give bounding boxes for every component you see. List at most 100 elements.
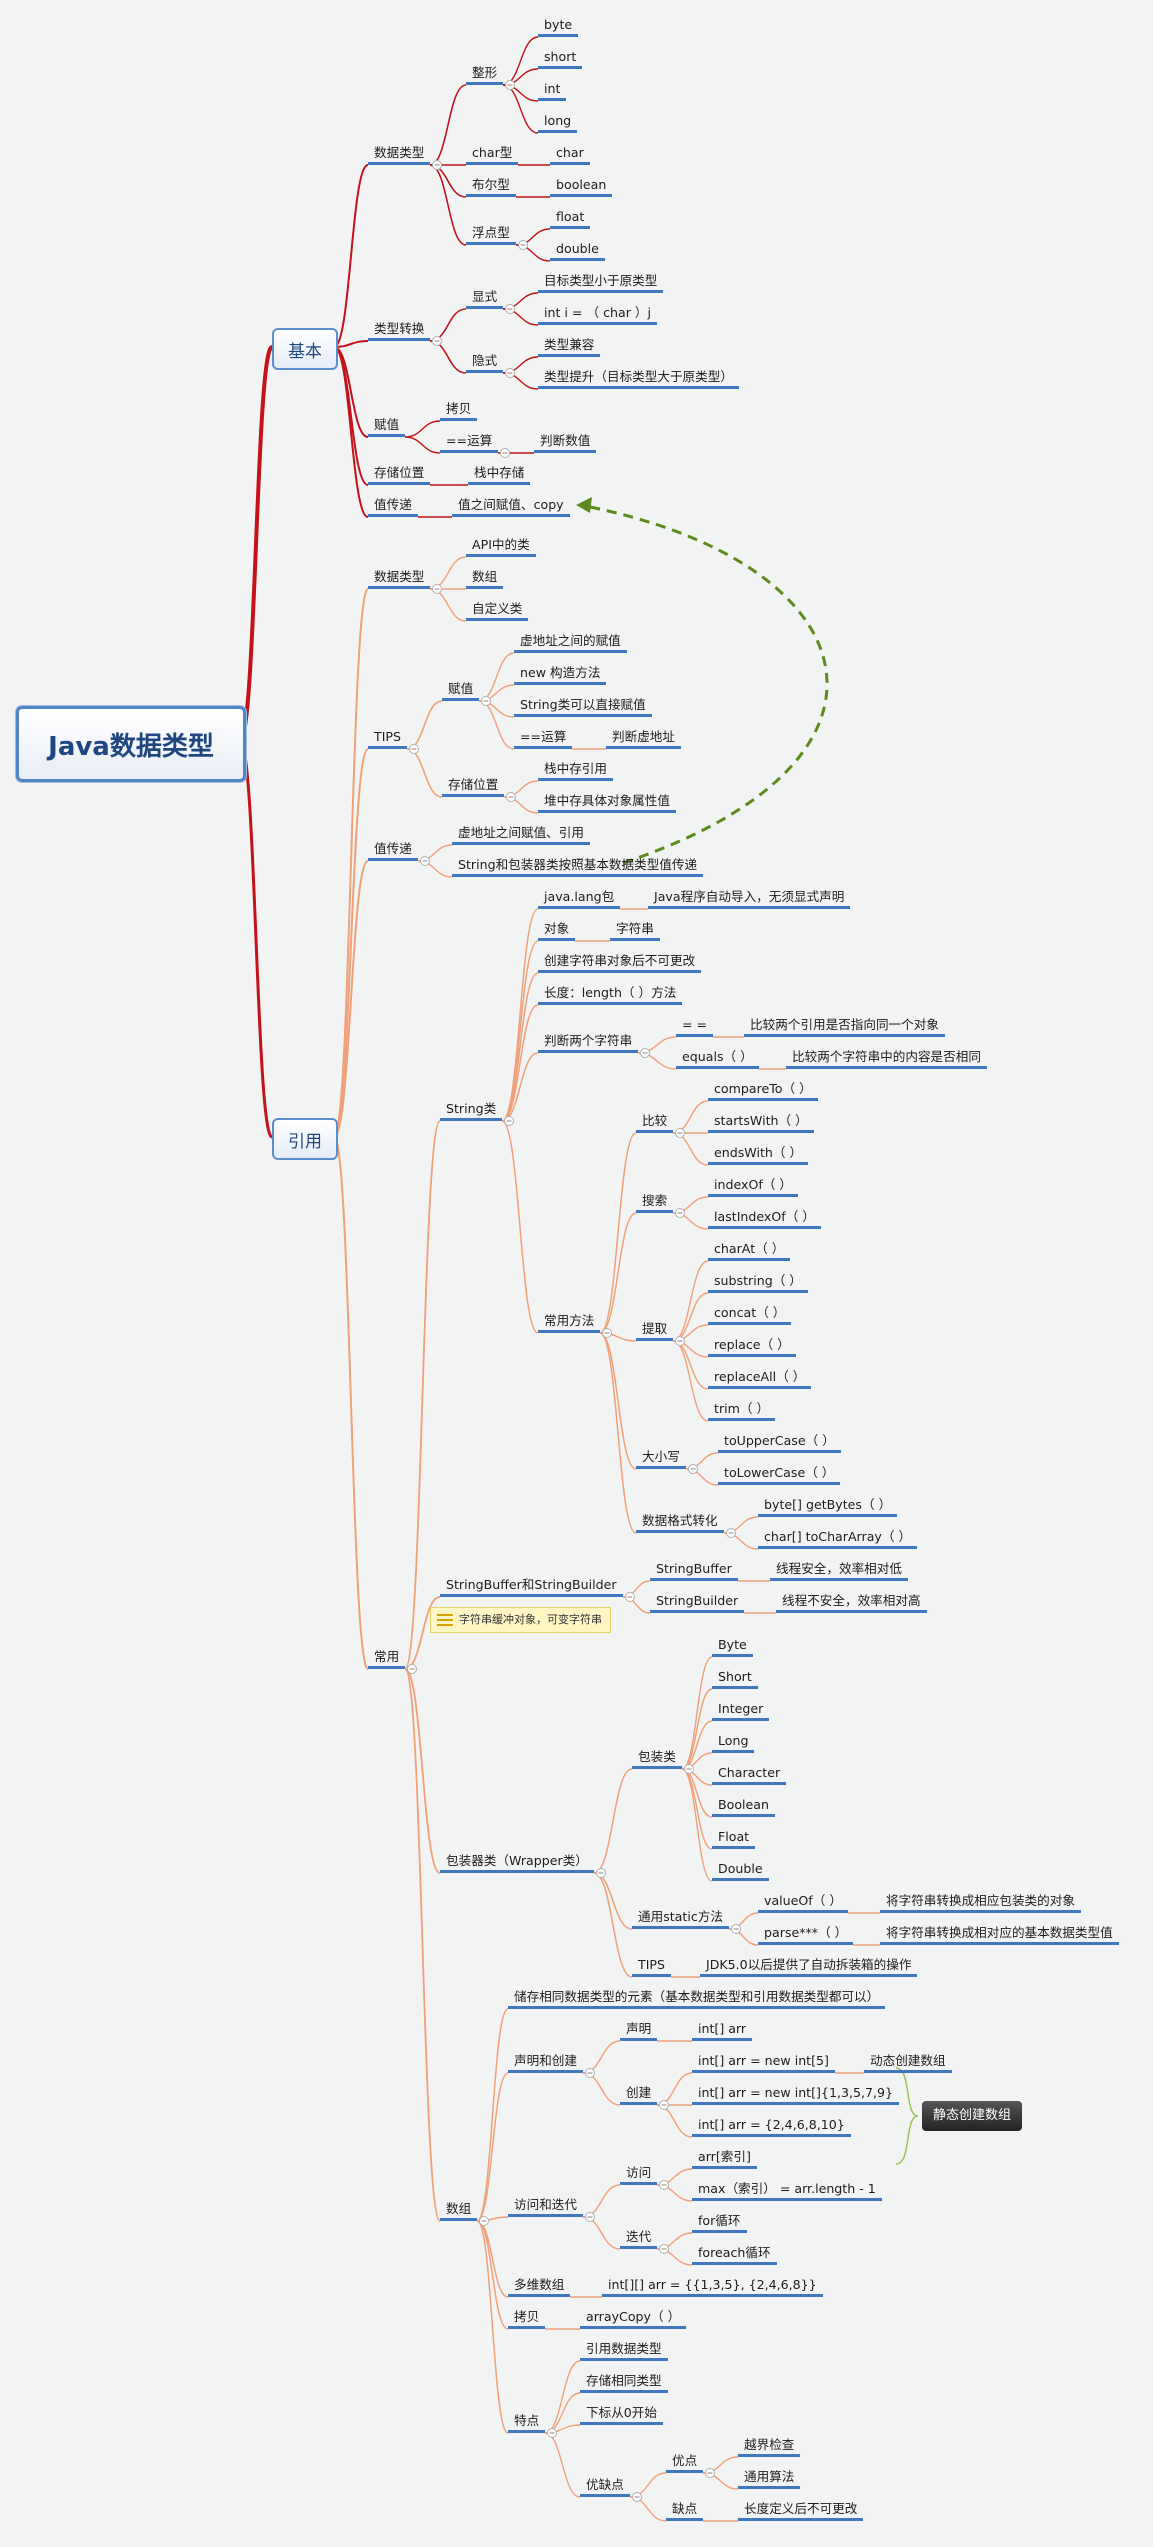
node-w-cls-5[interactable]: Boolean (712, 1796, 775, 1817)
node-w-cls-7[interactable]: Double (712, 1860, 769, 1881)
node-a-acc[interactable]: 访问和迭代 (508, 2196, 583, 2217)
node-s-equals-d[interactable]: 比较两个字符串中的内容是否相同 (786, 1048, 987, 1069)
node-a-it-0[interactable]: for循环 (692, 2212, 747, 2233)
root-node[interactable]: Java数据类型 (16, 706, 246, 782)
node-m-ext-2[interactable]: concat（ ） (708, 1304, 792, 1325)
node-m-cmp-0[interactable]: compareTo（ ） (708, 1080, 818, 1101)
node-m-ext-5[interactable]: trim（ ） (708, 1400, 776, 1421)
node-a-mul[interactable]: 多维数组 (508, 2276, 571, 2297)
node-b-imp-0[interactable]: 类型兼容 (538, 336, 601, 357)
node-b-int-1[interactable]: short (538, 48, 583, 69)
node-a-cp-v[interactable]: arrayCopy（ ） (580, 2308, 687, 2329)
node-m-ext-0[interactable]: charAt（ ） (708, 1240, 791, 1261)
node-a-def[interactable]: 储存相同数据类型的元素（基本数据类型和引用数据类型都可以） (508, 1988, 886, 2009)
node-s-imm[interactable]: 创建字符串对象后不可更改 (538, 952, 702, 973)
node-b-char-v[interactable]: char (550, 144, 590, 165)
node-a-new[interactable]: 创建 (620, 2084, 658, 2105)
node-m-srch-0[interactable]: indexOf（ ） (708, 1176, 798, 1197)
node-m-case-1[interactable]: toLowerCase（ ） (718, 1464, 841, 1485)
node-s-obj[interactable]: 对象 (538, 920, 576, 941)
node-b-flt[interactable]: 浮点型 (466, 224, 516, 245)
node-b-sto[interactable]: 存储位置 (368, 464, 431, 485)
node-c[interactable]: 常用 (368, 1648, 406, 1669)
node-a-pro[interactable]: 优点 (666, 2452, 704, 2473)
node-s-pkg[interactable]: java.lang包 (538, 888, 621, 909)
node-w-tips-v[interactable]: JDK5.0以后提供了自动拆装箱的操作 (700, 1956, 918, 1977)
node-s-jdg[interactable]: 判断两个字符串 (538, 1032, 639, 1053)
node-b-eq-d[interactable]: 判断数值 (534, 432, 597, 453)
node-a-it[interactable]: 迭代 (620, 2228, 658, 2249)
node-w-cls-3[interactable]: Long (712, 1732, 755, 1753)
node-m-ext-1[interactable]: substring（ ） (708, 1272, 808, 1293)
node-w-cls-0[interactable]: Byte (712, 1636, 753, 1657)
node-a-ft-2[interactable]: 下标从0开始 (580, 2404, 663, 2425)
node-b-bool[interactable]: 布尔型 (466, 176, 516, 197)
node-b-int-3[interactable]: long (538, 112, 578, 133)
node-a-decl[interactable]: 声明 (620, 2020, 658, 2041)
node-buf-a-d[interactable]: 线程安全，效率相对低 (770, 1560, 908, 1581)
node-m-srch-1[interactable]: lastIndexOf（ ） (708, 1208, 821, 1229)
node-w-cls[interactable]: 包装类 (632, 1748, 682, 1769)
reference-node[interactable]: 引用 (272, 1118, 338, 1160)
node-r-dt-1[interactable]: 数组 (466, 568, 504, 589)
node-m-case[interactable]: 大小写 (636, 1448, 686, 1469)
node-w-cls-2[interactable]: Integer (712, 1700, 770, 1721)
node-r-dt[interactable]: 数据类型 (368, 568, 431, 589)
node-a-cp[interactable]: 拷贝 (508, 2308, 546, 2329)
node-w-cls-1[interactable]: Short (712, 1668, 758, 1689)
node-a-it-1[interactable]: foreach循环 (692, 2244, 777, 2265)
node-b-exp-0[interactable]: 目标类型小于原类型 (538, 272, 664, 293)
node-a-vis-0[interactable]: arr[索引] (692, 2148, 757, 2169)
node-b-exp[interactable]: 显式 (466, 288, 504, 309)
node-b-sto-v[interactable]: 栈中存储 (468, 464, 531, 485)
node-b-char[interactable]: char型 (466, 144, 519, 165)
node-a-con[interactable]: 缺点 (666, 2500, 704, 2521)
node-b-dt[interactable]: 数据类型 (368, 144, 431, 165)
node-r-asg[interactable]: 赋值 (442, 680, 480, 701)
node-w-vo[interactable]: valueOf（ ） (758, 1892, 848, 1913)
node-w-tips[interactable]: TIPS (632, 1956, 671, 1977)
node-m-fmt[interactable]: 数据格式转化 (636, 1512, 724, 1533)
node-w-st[interactable]: 通用static方法 (632, 1908, 729, 1929)
node-s-equals[interactable]: equals（ ） (676, 1048, 759, 1069)
node-m-fmt-1[interactable]: char[] toCharArray（ ） (758, 1528, 918, 1549)
node-a-vis-1[interactable]: max（索引） = arr.length - 1 (692, 2180, 882, 2201)
node-a-con-v[interactable]: 长度定义后不可更改 (738, 2500, 864, 2521)
node-w-cls-4[interactable]: Character (712, 1764, 787, 1785)
node-r-tips[interactable]: TIPS (368, 728, 407, 749)
node-r-sto[interactable]: 存储位置 (442, 776, 505, 797)
node-b-copy[interactable]: 拷贝 (440, 400, 478, 421)
node-a-new5-d[interactable]: 动态创建数组 (864, 2052, 952, 2073)
node-r-sto-0[interactable]: 栈中存引用 (538, 760, 613, 781)
node-w-cls-6[interactable]: Float (712, 1828, 756, 1849)
node-r-pass-1[interactable]: String和包装器类按照基本数据类型值传递 (452, 856, 704, 877)
node-s-obj-d[interactable]: 字符串 (610, 920, 660, 941)
node-b-conv[interactable]: 类型转换 (368, 320, 431, 341)
node-b-imp[interactable]: 隐式 (466, 352, 504, 373)
node-r-asg-d[interactable]: 判断虚地址 (606, 728, 681, 749)
node-r-sto-1[interactable]: 堆中存具体对象属性值 (538, 792, 676, 813)
node-a-new-1[interactable]: int[] arr = new int[]{1,3,5,7,9} (692, 2084, 900, 2105)
node-r-dt-2[interactable]: 自定义类 (466, 600, 529, 621)
node-a-ft-1[interactable]: 存储相同类型 (580, 2372, 668, 2393)
node-a-cr[interactable]: 声明和创建 (508, 2052, 583, 2073)
node-s-pkg-d[interactable]: Java程序自动导入，无须显式声明 (648, 888, 851, 909)
node-m-case-0[interactable]: toUpperCase（ ） (718, 1432, 841, 1453)
node-w-ps-d[interactable]: 将字符串转换成相对应的基本数据类型值 (880, 1924, 1119, 1945)
node-r-asg-0[interactable]: 虚地址之间的赋值 (514, 632, 627, 653)
node-buf-b-d[interactable]: 线程不安全，效率相对高 (776, 1592, 927, 1613)
node-buf-b[interactable]: StringBuilder (650, 1592, 745, 1613)
node-a-pro-0[interactable]: 越界检查 (738, 2436, 801, 2457)
node-m-ext[interactable]: 提取 (636, 1320, 674, 1341)
node-m-cmp-1[interactable]: startsWith（ ） (708, 1112, 814, 1133)
node-b-int[interactable]: 整形 (466, 64, 504, 85)
node-m-cmp[interactable]: 比较 (636, 1112, 674, 1133)
node-w[interactable]: 包装器类（Wrapper类） (440, 1852, 594, 1873)
node-r-asg-2[interactable]: String类可以直接赋值 (514, 696, 652, 717)
node-r-pass[interactable]: 值传递 (368, 840, 418, 861)
node-s-eq[interactable]: = = (676, 1016, 714, 1037)
node-b-exp-1[interactable]: int i = （ char ）j (538, 304, 657, 325)
node-b-flt-1[interactable]: double (550, 240, 605, 261)
node-a-pro-1[interactable]: 通用算法 (738, 2468, 801, 2489)
node-a-vis[interactable]: 访问 (620, 2164, 658, 2185)
